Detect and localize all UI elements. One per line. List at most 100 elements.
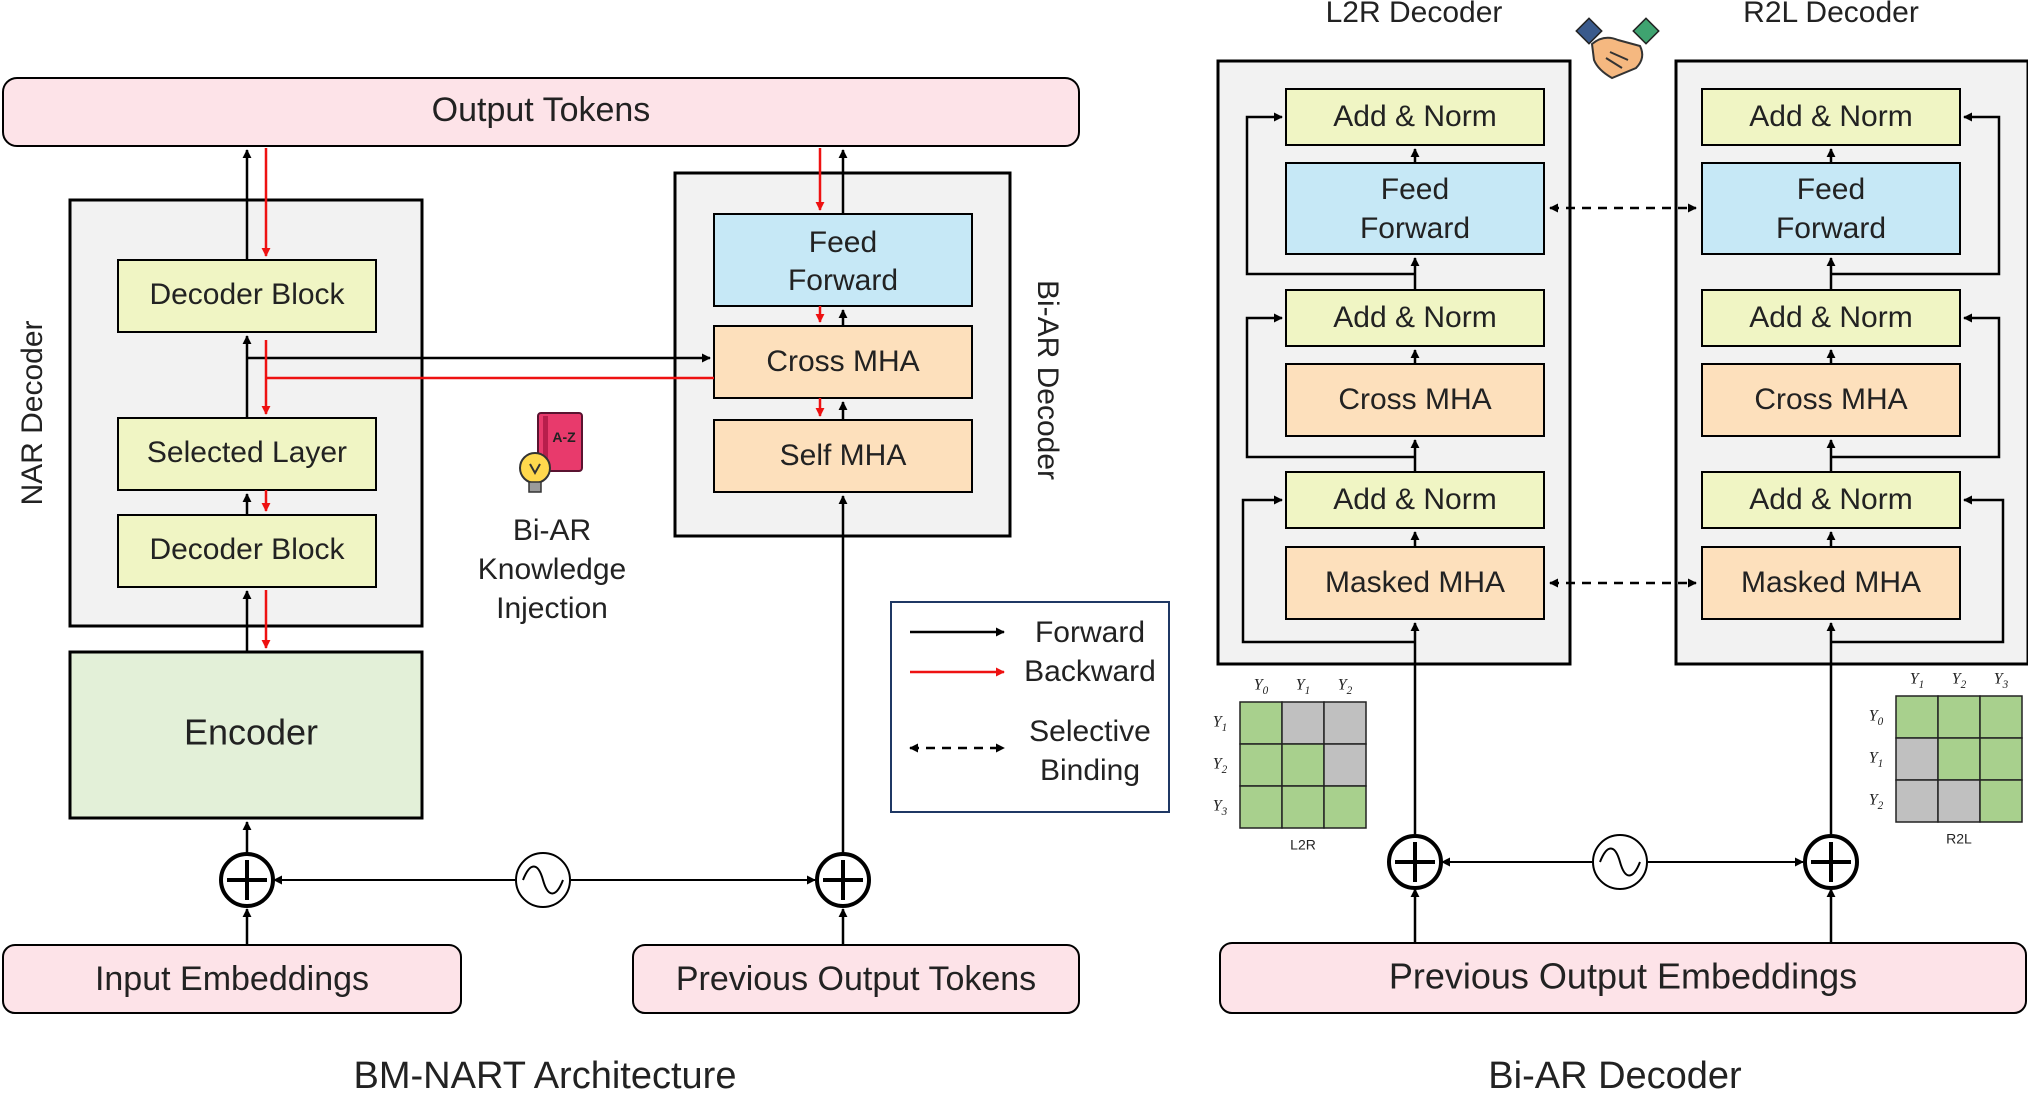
mask-row-label: Y2	[1213, 756, 1228, 776]
mask-row-label: Y1	[1213, 714, 1228, 734]
add-circle-right	[815, 852, 871, 908]
cross-mha-label: Cross MHA	[766, 345, 919, 378]
handshake-icon	[1575, 17, 1660, 80]
l2r-feed-forward-line1: Feed	[1381, 173, 1449, 206]
r2l-add-norm-1-label: Add & Norm	[1749, 483, 1912, 516]
decoder-block-bottom-label: Decoder Block	[149, 533, 345, 566]
mask-cell	[1895, 779, 1939, 823]
sine-circle-icon	[515, 852, 571, 908]
mask-col-label: Y2	[1338, 677, 1353, 697]
l2r-cross-mha	[1285, 363, 1545, 437]
add-circle-r2l	[1803, 834, 1859, 890]
mask-caption: R2L	[1946, 831, 1972, 847]
mask-cell	[1323, 701, 1367, 745]
knowledge-injection-line3: Injection	[496, 592, 608, 625]
add-circle-left	[219, 852, 275, 908]
self-mha-label: Self MHA	[780, 439, 907, 472]
l2r-add-norm-2-label: Add & Norm	[1333, 301, 1496, 334]
l2r-decoder-title: L2R Decoder	[1326, 0, 1503, 29]
mask-cell	[1979, 737, 2023, 781]
legend-backward-label: Backward	[1024, 655, 1156, 688]
r2l-cross-mha	[1701, 363, 1961, 437]
r2l-masked-mha-label: Masked MHA	[1741, 566, 1921, 599]
cross-mha-box	[713, 325, 973, 399]
mask-cell	[1937, 695, 1981, 739]
mask-row-label: Y2	[1869, 792, 1884, 812]
mask-cell	[1979, 695, 2023, 739]
svg-text:A-Z: A-Z	[552, 429, 576, 445]
l2r-add-norm-2	[1285, 289, 1545, 347]
previous-output-tokens-label: Previous Output Tokens	[676, 960, 1036, 998]
decoder-block-top-label: Decoder Block	[149, 278, 345, 311]
bm-nart-caption: BM-NART Architecture	[354, 1055, 737, 1095]
r2l-feed-forward	[1701, 162, 1961, 255]
r2l-feed-forward-line2: Forward	[1776, 212, 1886, 245]
self-mha-box	[713, 419, 973, 493]
mask-col-label: Y1	[1296, 677, 1311, 697]
input-embeddings-box	[2, 944, 462, 1014]
output-tokens-label: Output Tokens	[432, 91, 651, 129]
r2l-add-norm-3-label: Add & Norm	[1749, 100, 1912, 133]
mask-cell	[1979, 779, 2023, 823]
mask-cell	[1239, 743, 1283, 787]
knowledge-injection-line2: Knowledge	[478, 553, 626, 586]
knowledge-injection-line1: Bi-AR	[513, 514, 591, 547]
previous-output-tokens-box	[632, 944, 1080, 1014]
l2r-masked-mha-label: Masked MHA	[1325, 566, 1505, 599]
decoder-block-bottom	[117, 514, 377, 588]
r2l-cross-mha-label: Cross MHA	[1754, 383, 1907, 416]
l2r-feed-forward	[1285, 162, 1545, 255]
sine-circle-icon-right	[1592, 834, 1648, 890]
bi-ar-decoder-caption: Bi-AR Decoder	[1488, 1055, 1742, 1095]
l2r-add-norm-1-label: Add & Norm	[1333, 483, 1496, 516]
input-embeddings-label: Input Embeddings	[95, 960, 369, 998]
mask-cell	[1937, 779, 1981, 823]
mask-cell	[1281, 785, 1325, 829]
legend-selective-binding-line1: Selective	[1029, 715, 1151, 748]
r2l-add-norm-3	[1701, 88, 1961, 146]
l2r-cross-mha-label: Cross MHA	[1338, 383, 1491, 416]
l2r-add-norm-1	[1285, 471, 1545, 529]
mask-cell	[1323, 743, 1367, 787]
selected-layer-box	[117, 417, 377, 491]
legend-box	[890, 601, 1170, 813]
mask-cell	[1895, 737, 1939, 781]
feed-forward-label-line1: Feed	[809, 226, 877, 259]
l2r-add-norm-3-label: Add & Norm	[1333, 100, 1496, 133]
l2r-add-norm-3	[1285, 88, 1545, 146]
add-circle-l2r	[1387, 834, 1443, 890]
mask-cell	[1239, 785, 1283, 829]
legend-selective-binding-line2: Binding	[1040, 754, 1140, 787]
mask-cell	[1239, 701, 1283, 745]
book-bulb-icon: A-Z	[519, 412, 583, 493]
encoder-box	[68, 650, 424, 820]
mask-cell	[1281, 701, 1325, 745]
legend-forward-label: Forward	[1035, 616, 1145, 649]
mask-cell	[1323, 785, 1367, 829]
mask-col-label: Y0	[1254, 677, 1269, 697]
nar-decoder-label: NAR Decoder	[16, 320, 49, 505]
encoder-label: Encoder	[184, 712, 318, 753]
mask-caption: L2R	[1290, 837, 1316, 853]
l2r-masked-mha	[1285, 546, 1545, 620]
mask-row-label: Y0	[1869, 708, 1884, 728]
r2l-decoder-title: R2L Decoder	[1743, 0, 1919, 29]
r2l-feed-forward-line1: Feed	[1797, 173, 1865, 206]
r2l-masked-mha	[1701, 546, 1961, 620]
feed-forward-label-line2: Forward	[788, 264, 898, 297]
r2l-add-norm-2-label: Add & Norm	[1749, 301, 1912, 334]
mask-col-label: Y2	[1952, 671, 1967, 691]
mask-cell	[1281, 743, 1325, 787]
previous-output-embeddings-box	[1219, 942, 2027, 1014]
bi-ar-decoder-side-label: Bi-AR Decoder	[1031, 280, 1064, 480]
selected-layer-label: Selected Layer	[147, 436, 347, 469]
l2r-feed-forward-line2: Forward	[1360, 212, 1470, 245]
mask-col-label: Y1	[1910, 671, 1925, 691]
mask-cell	[1937, 737, 1981, 781]
mask-row-label: Y1	[1869, 750, 1884, 770]
mask-col-label: Y3	[1994, 671, 2009, 691]
r2l-add-norm-1	[1701, 471, 1961, 529]
